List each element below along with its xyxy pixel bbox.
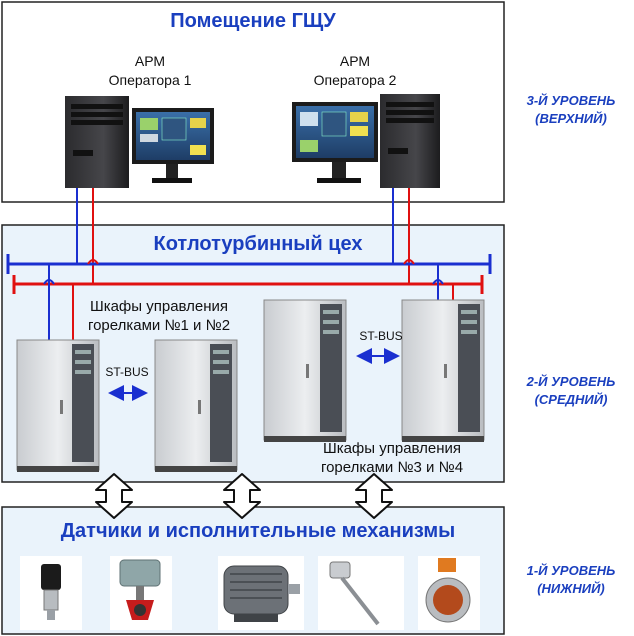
control-cabinet-icon (401, 299, 485, 442)
st-bus-label-2: ST-BUS (359, 329, 402, 343)
level-1-label: 1-Й УРОВЕНЬ (НИЖНИЙ) (527, 562, 616, 596)
pc-tower-icon (65, 96, 129, 188)
control-cabinet-icon (263, 299, 347, 442)
cabinet-group-2-label-line2: горелками №3 и №4 (321, 459, 463, 476)
level-2-label: 2-Й УРОВЕНЬ (СРЕДНИЙ) (526, 373, 616, 407)
level-3-line1: 3-Й УРОВЕНЬ (527, 92, 616, 108)
workstation-1-label-line2: Оператора 1 (109, 72, 192, 88)
butterfly-valve-icon (418, 556, 480, 630)
thermocouple-icon (318, 556, 404, 630)
workstation-1-label-line1: АРМ (135, 53, 165, 69)
cabinet-group-2: ST-BUS Шкафы управления горелками №3 и №… (263, 299, 485, 476)
workstation-2: АРМ Оператора 2 (292, 53, 440, 188)
cabinet-group-1-label-line2: горелками №1 и №2 (88, 317, 230, 334)
zone-middle-title: Котлотурбинный цех (153, 233, 362, 255)
cabinet-group-1: Шкафы управления горелками №1 и №2 ST-BU… (16, 298, 238, 472)
level-3-label: 3-Й УРОВЕНЬ (ВЕРХНИЙ) (527, 92, 616, 126)
level-2-line1: 2-Й УРОВЕНЬ (526, 373, 616, 389)
level-1-line1: 1-Й УРОВЕНЬ (527, 562, 616, 578)
zone-top-title: Помещение ГЩУ (170, 10, 336, 32)
st-bus-label-1: ST-BUS (105, 365, 148, 379)
electric-motor-icon (218, 556, 304, 630)
cabinet-group-1-label-line1: Шкафы управления (90, 298, 228, 315)
level-3-line2: (ВЕРХНИЙ) (535, 110, 607, 126)
zone-bottom-title: Датчики и исполнительные механизмы (61, 520, 455, 542)
monitor-icon (132, 108, 214, 183)
cabinet-drop-lines (48, 264, 454, 340)
pressure-sensor-icon (20, 556, 82, 630)
control-cabinet-icon (154, 339, 238, 472)
level-link-arrow-1 (95, 473, 133, 519)
level-1-line2: (НИЖНИЙ) (537, 580, 605, 596)
pc-tower-icon (380, 94, 440, 188)
level-link-arrow-3 (355, 473, 393, 519)
monitor-icon (292, 102, 378, 183)
workstation-2-label-line2: Оператора 2 (314, 72, 397, 88)
level-2-line2: (СРЕДНИЙ) (535, 391, 608, 407)
pc-connection-lines (76, 188, 410, 284)
control-cabinet-icon (16, 339, 100, 472)
level-link-arrow-2 (223, 473, 261, 519)
workstation-2-label-line1: АРМ (340, 53, 370, 69)
workstation-1: АРМ Оператора 1 (65, 53, 214, 188)
cabinet-group-2-label-line1: Шкафы управления (323, 440, 461, 457)
network-bus-red (12, 275, 484, 294)
valve-actuator-icon (110, 556, 172, 630)
